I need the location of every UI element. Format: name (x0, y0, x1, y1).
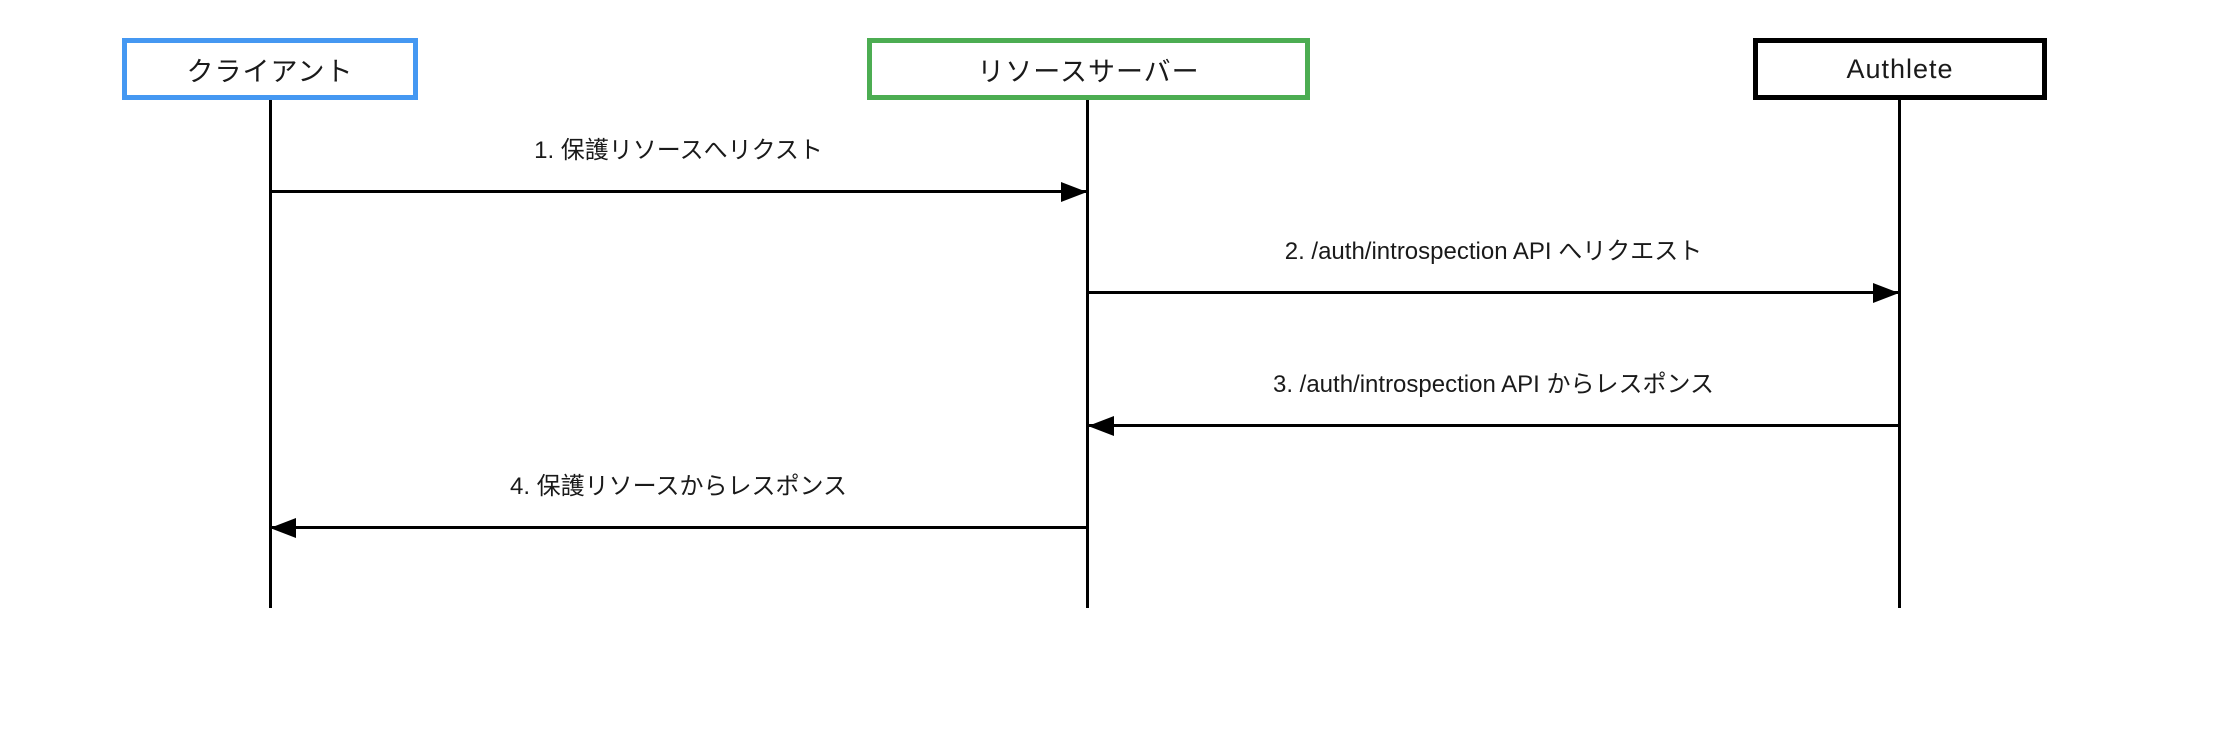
arrowhead-left-icon (1088, 415, 1114, 436)
lifeline-authlete (1898, 100, 1901, 608)
actor-box-resource-server: リソースサーバー (867, 38, 1310, 100)
actor-box-authlete: Authlete (1753, 38, 2047, 100)
message-1-arrow (270, 181, 1087, 202)
message-4-label: 4. 保護リソースからレスポンス (509, 473, 847, 500)
message-2-arrow (1088, 282, 1899, 303)
arrowhead-right-icon (1873, 282, 1899, 303)
arrowhead-right-icon (1061, 181, 1087, 202)
arrowhead-left-icon (270, 517, 296, 538)
message-3-label: 3. /auth/introspection API からレスポンス (1272, 371, 1715, 398)
lifeline-resource-server (1086, 100, 1089, 608)
message-2-label: 2. /auth/introspection API へリクエスト (1284, 238, 1703, 265)
message-1-label: 1. 保護リソースへリクスト (534, 137, 823, 164)
actor-client-label: クライアント (186, 56, 354, 87)
actor-box-client: クライアント (122, 38, 418, 100)
message-4-arrow (270, 517, 1087, 538)
actor-authlete-label: Authlete (1846, 53, 1954, 84)
lifeline-client (269, 100, 272, 608)
actor-resource-server-label: リソースサーバー (977, 56, 1200, 87)
message-3-arrow (1088, 415, 1899, 436)
